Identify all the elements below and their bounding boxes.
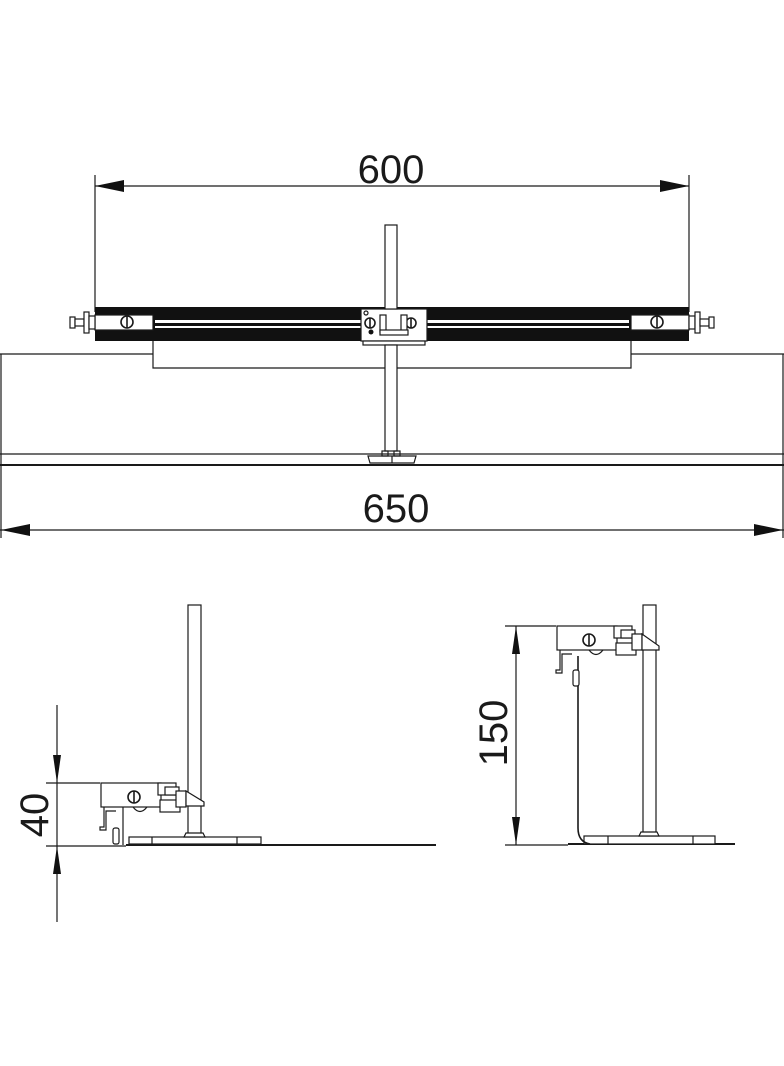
end-bolt-right-icon [688,311,715,334]
dimension-label-150: 150 [472,700,516,767]
side-view-left: 40 [13,604,436,922]
base-frame [0,353,784,538]
dimension-40: 40 [13,705,126,922]
screw-icon [120,315,134,329]
dimension-150: 150 [472,625,568,846]
rail-assembly [69,307,715,346]
end-bolt-left-icon [69,311,96,334]
dimension-650: 650 [0,487,784,536]
screw-icon [650,315,664,329]
dimension-label-600: 600 [358,148,425,192]
center-post-top [367,224,417,464]
dimension-600: 600 [94,148,690,312]
top-view: 600 [0,148,784,538]
dimension-label-650: 650 [363,487,430,531]
dimension-label-40: 40 [13,793,57,838]
center-clamp [360,308,428,346]
side-view-right: 150 [472,604,735,846]
